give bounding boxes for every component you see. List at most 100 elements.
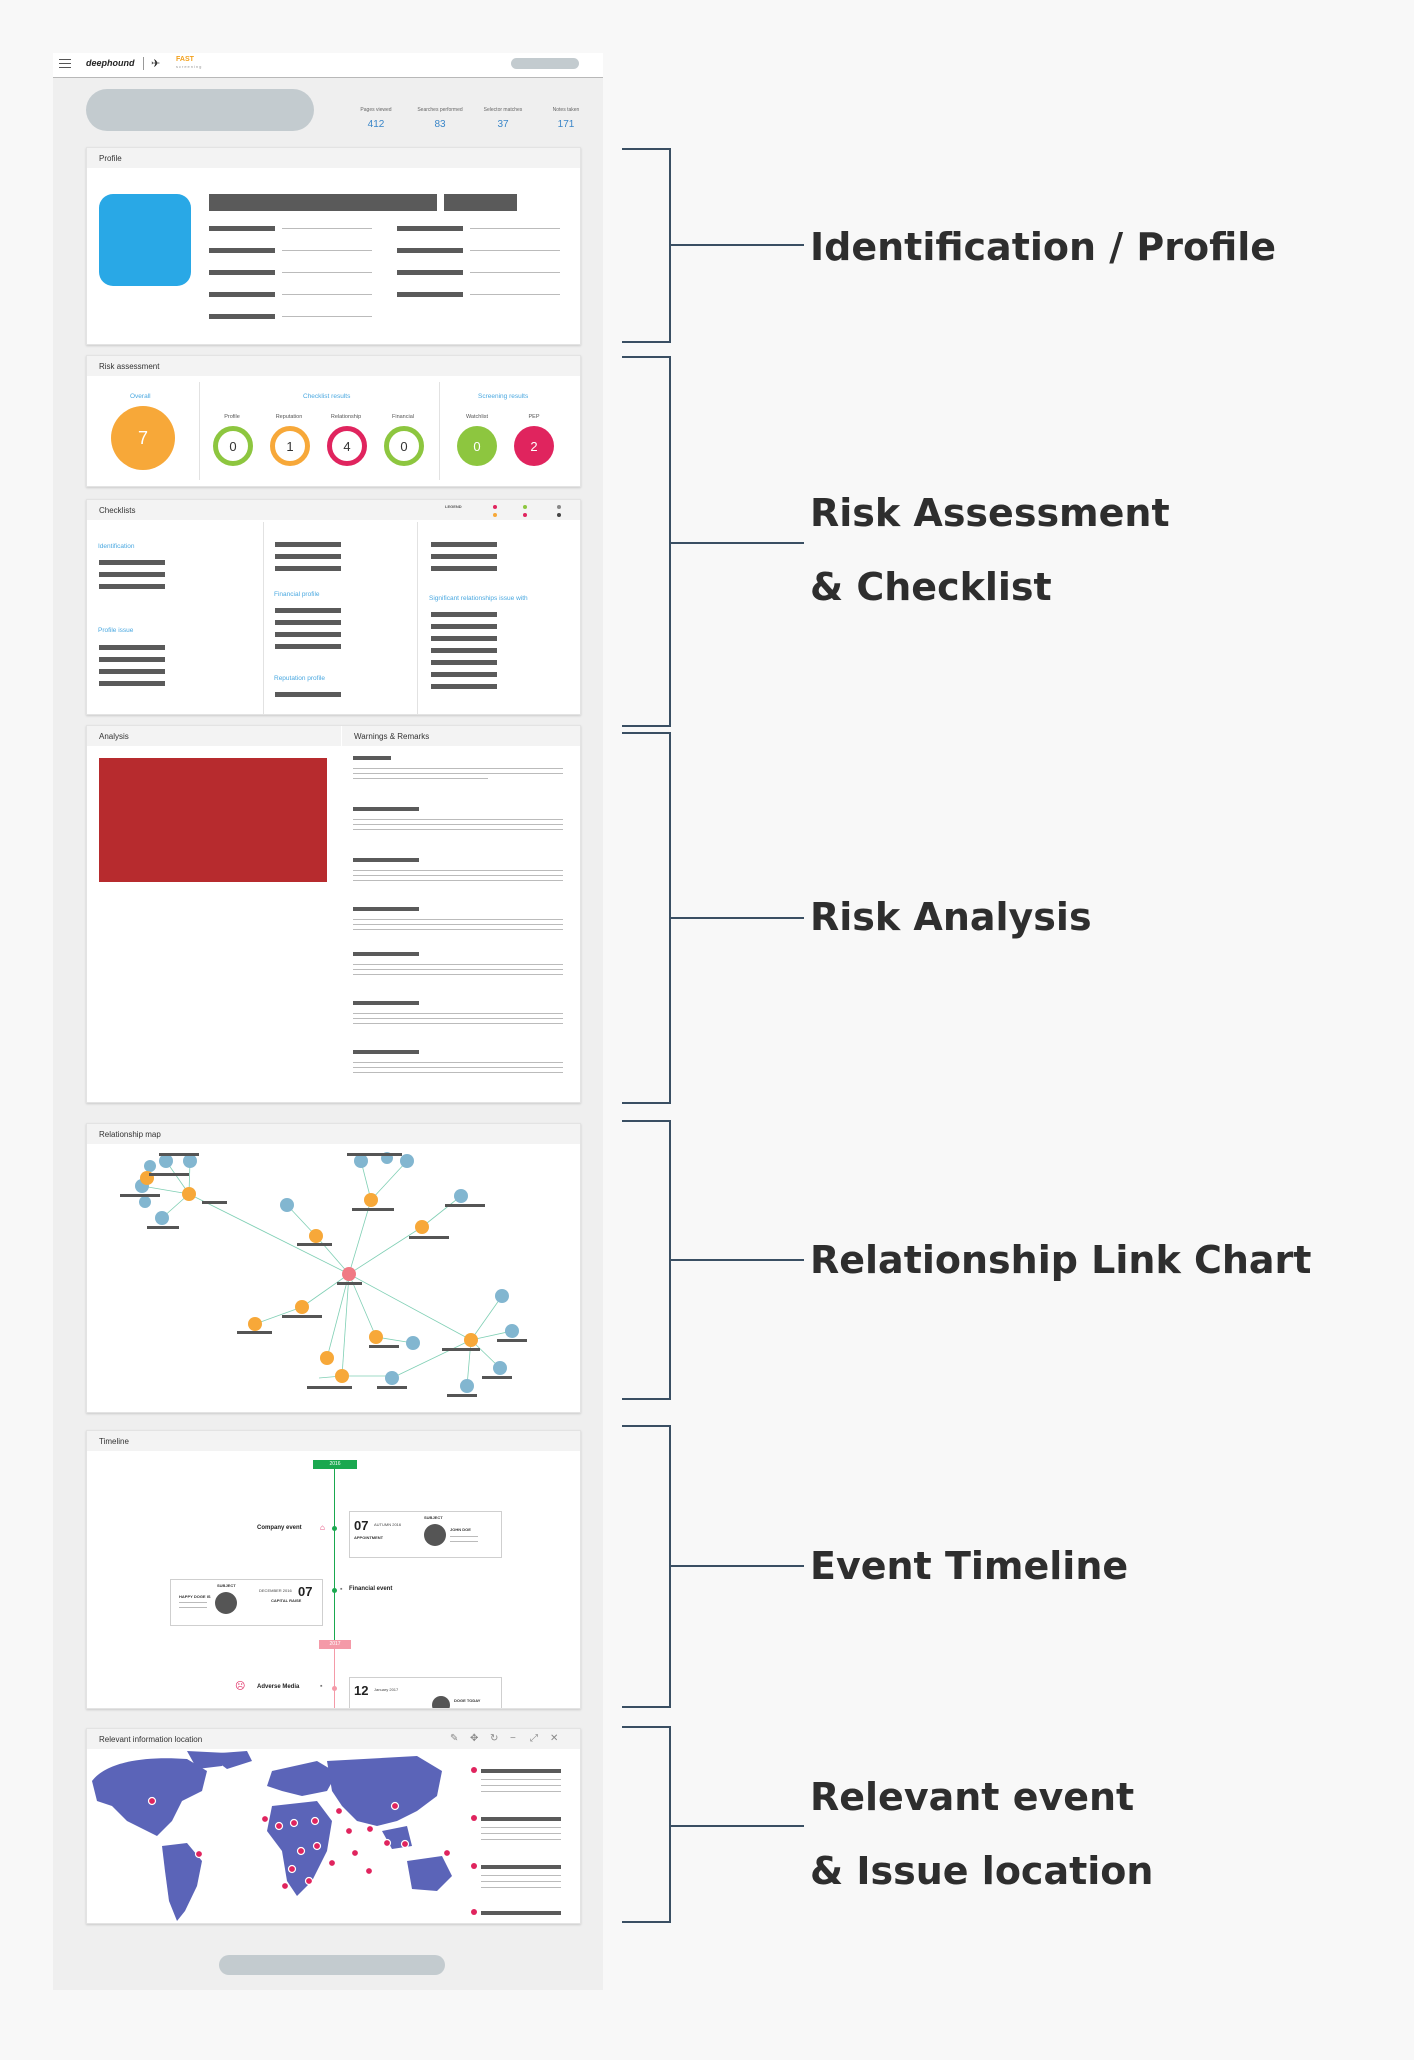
checklist-score-financial[interactable]: 0 — [384, 426, 424, 466]
card2-day: 07 — [298, 1584, 313, 1599]
timeline-card-adverse[interactable]: 12 January 2017 DOGE TODAY — [349, 1677, 502, 1708]
annotation-connector — [671, 1565, 804, 1567]
search-pill[interactable] — [86, 89, 314, 131]
card1-day: 07 — [354, 1518, 369, 1533]
checklist-score-profile[interactable]: 0 — [213, 426, 253, 466]
user-pill-button[interactable] — [511, 58, 579, 69]
screening-score-pep[interactable]: 2 — [514, 426, 554, 466]
location-label — [481, 1769, 561, 1773]
brand-name: deephound — [86, 58, 135, 68]
financial-event-icon: ▪ — [340, 1586, 343, 1593]
stat-value-pages: 412 — [367, 119, 385, 130]
timeline-event-company[interactable]: Company event — [257, 1525, 302, 1531]
checklist-section-financial-profile[interactable]: Financial profile — [274, 591, 320, 598]
profile-name-bar — [209, 194, 437, 211]
profile-field-value — [282, 294, 372, 295]
location-detail — [481, 1827, 561, 1828]
timeline-year-2017: 2017 — [319, 1640, 351, 1649]
hamburger-menu-icon[interactable] — [59, 59, 71, 68]
profile-field-value — [470, 294, 560, 295]
checklist-item — [431, 672, 497, 677]
checklist-item — [99, 681, 165, 686]
fast-screening-logo-icon: ✈ — [151, 58, 161, 70]
checklist-item — [431, 648, 497, 653]
warning-text-line — [353, 924, 563, 925]
world-map[interactable] — [87, 1751, 457, 1923]
legend-dot — [523, 505, 527, 509]
refresh-icon[interactable]: ↻ — [490, 1733, 499, 1744]
checklist-section-profile-issue[interactable]: Profile issue — [98, 627, 134, 634]
checklist-divider — [417, 522, 418, 714]
risk-assessment-card: Risk assessment Overall 7 Checklist resu… — [86, 355, 581, 487]
checklist-item — [99, 584, 165, 589]
location-detail — [481, 1833, 561, 1834]
location-dot — [471, 1815, 477, 1821]
timeline-card-appointment[interactable]: 07 AUTUMN 2016 APPOINTMENT SUBJECT JOHN … — [349, 1511, 502, 1558]
card1-type: APPOINTMENT — [354, 1535, 384, 1540]
warning-text-line — [353, 1018, 563, 1019]
checklist-results-label: Checklist results — [303, 393, 351, 400]
warning-text-line — [353, 1062, 563, 1063]
profile-field-value — [282, 228, 372, 229]
profile-field-label — [209, 270, 275, 275]
annotation-connector — [671, 1259, 804, 1261]
analysis-chart-area[interactable] — [99, 758, 327, 882]
bottom-scroll-handle[interactable] — [219, 1955, 445, 1975]
profile-card-title: Profile — [87, 148, 580, 168]
timeline-card-capital-raise[interactable]: SUBJECT HAPPY DOGE IS DECEMBER 2016 07 C… — [170, 1579, 323, 1626]
legend-dot — [523, 513, 527, 517]
stat-value-selectors: 37 — [497, 119, 509, 130]
timeline-card: Timeline 2016 Company event ⌂ 07 AUTUMN … — [86, 1430, 581, 1709]
avatar — [99, 194, 191, 286]
checklist-score-relationship[interactable]: 4 — [327, 426, 367, 466]
adverse-media-icon: ☹ — [235, 1681, 246, 1692]
expand-icon[interactable]: ⤢ — [530, 1733, 538, 1744]
checklist-label-financial: Financial — [391, 414, 414, 420]
profile-field-value — [470, 228, 560, 229]
overall-score[interactable]: 7 — [111, 406, 175, 470]
annotation-connector — [671, 1825, 804, 1827]
checklist-section-relationships[interactable]: Significant relationships issue with — [429, 595, 528, 602]
relationship-graph[interactable] — [87, 1146, 580, 1412]
warning-heading — [353, 907, 419, 911]
checklist-item — [431, 636, 497, 641]
edit-icon[interactable]: ✎ — [450, 1733, 459, 1744]
annotation-relationship-link-chart: Relationship Link Chart — [810, 1238, 1312, 1282]
legend-dot — [557, 505, 561, 509]
checklist-section-reputation-profile[interactable]: Reputation profile — [274, 675, 325, 682]
checklist-divider — [263, 522, 264, 714]
stat-value-notes: 171 — [557, 119, 575, 130]
profile-field-label — [209, 314, 275, 319]
timeline-node[interactable] — [332, 1686, 337, 1691]
location-label — [481, 1911, 561, 1915]
card1-name: JOHN DOE — [450, 1527, 471, 1532]
profile-field-value — [470, 250, 560, 251]
checklist-section-identification[interactable]: Identification — [98, 543, 135, 550]
timeline-event-financial[interactable]: Financial event — [349, 1586, 393, 1592]
warning-text-line — [353, 964, 563, 965]
timeline-event-adverse-media[interactable]: Adverse Media — [257, 1684, 300, 1690]
analysis-card-title: Analysis — [87, 726, 341, 746]
timeline-node[interactable] — [332, 1526, 337, 1531]
relationship-map-card: Relationship map — [86, 1123, 581, 1413]
top-bar: deephound ✈ FAST screening — [53, 53, 603, 78]
close-icon[interactable]: ✕ — [550, 1733, 559, 1744]
subject-avatar — [215, 1592, 237, 1614]
move-icon[interactable]: ✥ — [470, 1733, 479, 1744]
screening-score-watchlist[interactable]: 0 — [457, 426, 497, 466]
warning-text-line — [353, 969, 563, 970]
legend-dot — [557, 513, 561, 517]
annotation-bracket — [622, 148, 671, 343]
profile-name-bar-2 — [444, 194, 517, 211]
minimize-icon[interactable]: − — [510, 1733, 516, 1744]
profile-field-label — [209, 292, 275, 297]
profile-card: Profile — [86, 147, 581, 345]
card1-month: AUTUMN 2016 — [374, 1522, 402, 1527]
checklist-item — [275, 542, 341, 547]
annotation-connector — [671, 542, 804, 544]
checklist-item — [431, 684, 497, 689]
timeline-node[interactable] — [332, 1588, 337, 1593]
annotation-bracket — [622, 732, 671, 1104]
checklist-score-reputation[interactable]: 1 — [270, 426, 310, 466]
annotation-relevant-location: Relevant event & Issue location — [810, 1775, 1154, 1893]
